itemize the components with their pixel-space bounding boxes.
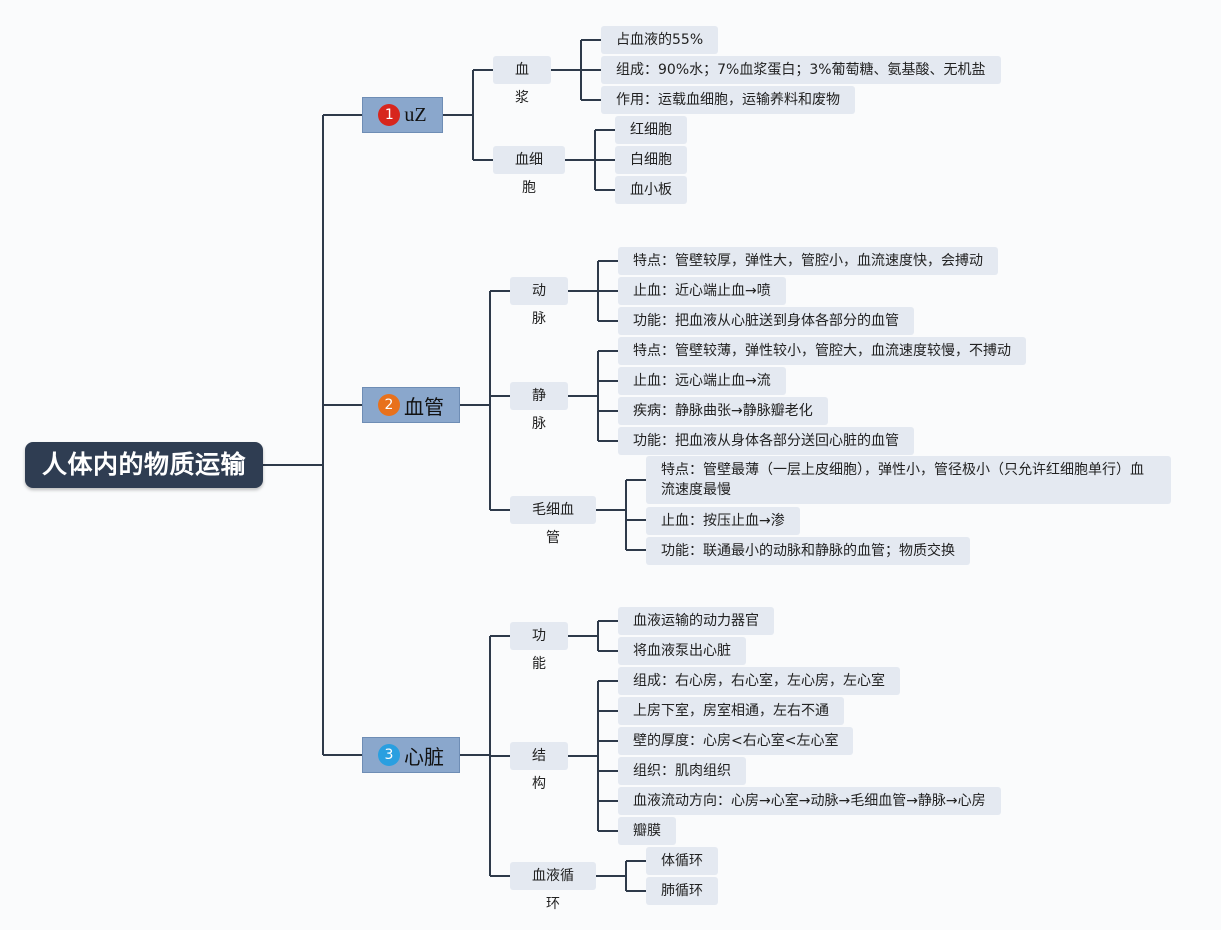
root-topic[interactable]: 人体内的物质运输 xyxy=(25,442,263,488)
leaf-topic[interactable]: 肺循环 xyxy=(646,877,718,905)
subtopic-function[interactable]: 功能 xyxy=(510,622,568,672)
topic-branch-1[interactable]: 1 uZ xyxy=(362,97,443,133)
number-badge-2: 2 xyxy=(378,394,400,416)
leaf-topic[interactable]: 组成：90%水；7%血浆蛋白；3%葡萄糖、氨基酸、无机盐 xyxy=(601,56,1001,84)
leaf-topic[interactable]: 占血液的55% xyxy=(601,26,719,54)
leaf-topic[interactable]: 上房下室，房室相通，左右不通 xyxy=(618,697,844,725)
leaf-topic[interactable]: 白细胞 xyxy=(615,146,687,174)
subtopic-structure[interactable]: 结构 xyxy=(510,742,568,792)
subtopic-capillary[interactable]: 毛细血管 xyxy=(510,496,596,546)
leaf-topic[interactable]: 体循环 xyxy=(646,847,718,875)
number-badge-1: 1 xyxy=(378,104,401,126)
topic-label: 血管 xyxy=(404,394,444,419)
leaf-topic[interactable]: 功能：联通最小的动脉和静脉的血管；物质交换 xyxy=(646,537,970,565)
leaf-topic[interactable]: 止血：远心端止血→流 xyxy=(618,367,786,395)
leaf-topic[interactable]: 将血液泵出心脏 xyxy=(618,637,746,665)
leaf-topic[interactable]: 特点：管壁最薄（一层上皮细胞），弹性小，管径极小（只允许红细胞单行）血流速度最慢 xyxy=(646,456,1171,504)
topic-branch-2[interactable]: 2 血管 xyxy=(362,387,460,423)
number-badge-3: 3 xyxy=(378,744,400,766)
topic-label: uZ xyxy=(404,103,427,126)
leaf-topic[interactable]: 功能：把血液从心脏送到身体各部分的血管 xyxy=(618,307,914,335)
leaf-topic[interactable]: 止血：近心端止血→喷 xyxy=(618,277,786,305)
leaf-topic[interactable]: 壁的厚度：心房<右心室<左心室 xyxy=(618,727,854,755)
leaf-topic[interactable]: 特点：管壁较厚，弹性大，管腔小，血流速度快，会搏动 xyxy=(618,247,998,275)
leaf-topic[interactable]: 作用：运载血细胞，运输养料和废物 xyxy=(601,86,855,114)
subtopic-blood-cells[interactable]: 血细胞 xyxy=(493,146,565,196)
subtopic-artery[interactable]: 动脉 xyxy=(510,277,568,327)
subtopic-vein[interactable]: 静脉 xyxy=(510,382,568,432)
leaf-topic[interactable]: 组织：肌肉组织 xyxy=(618,757,746,785)
leaf-topic[interactable]: 特点：管壁较薄，弹性较小，管腔大，血流速度较慢，不搏动 xyxy=(618,337,1026,365)
leaf-topic[interactable]: 组成：右心房，右心室，左心房，左心室 xyxy=(618,667,900,695)
leaf-topic[interactable]: 瓣膜 xyxy=(618,817,676,845)
leaf-topic[interactable]: 红细胞 xyxy=(615,116,687,144)
leaf-topic[interactable]: 止血：按压止血→渗 xyxy=(646,507,800,535)
leaf-topic[interactable]: 血液运输的动力器官 xyxy=(618,607,774,635)
topic-label: 心脏 xyxy=(404,744,444,769)
leaf-topic[interactable]: 疾病：静脉曲张→静脉瓣老化 xyxy=(618,397,828,425)
subtopic-circulation[interactable]: 血液循环 xyxy=(510,862,596,912)
subtopic-plasma[interactable]: 血浆 xyxy=(493,56,551,106)
topic-branch-3[interactable]: 3 心脏 xyxy=(362,737,460,773)
leaf-topic[interactable]: 功能：把血液从身体各部分送回心脏的血管 xyxy=(618,427,914,455)
leaf-topic[interactable]: 血液流动方向：心房→心室→动脉→毛细血管→静脉→心房 xyxy=(618,787,1001,815)
leaf-topic[interactable]: 血小板 xyxy=(615,176,687,204)
